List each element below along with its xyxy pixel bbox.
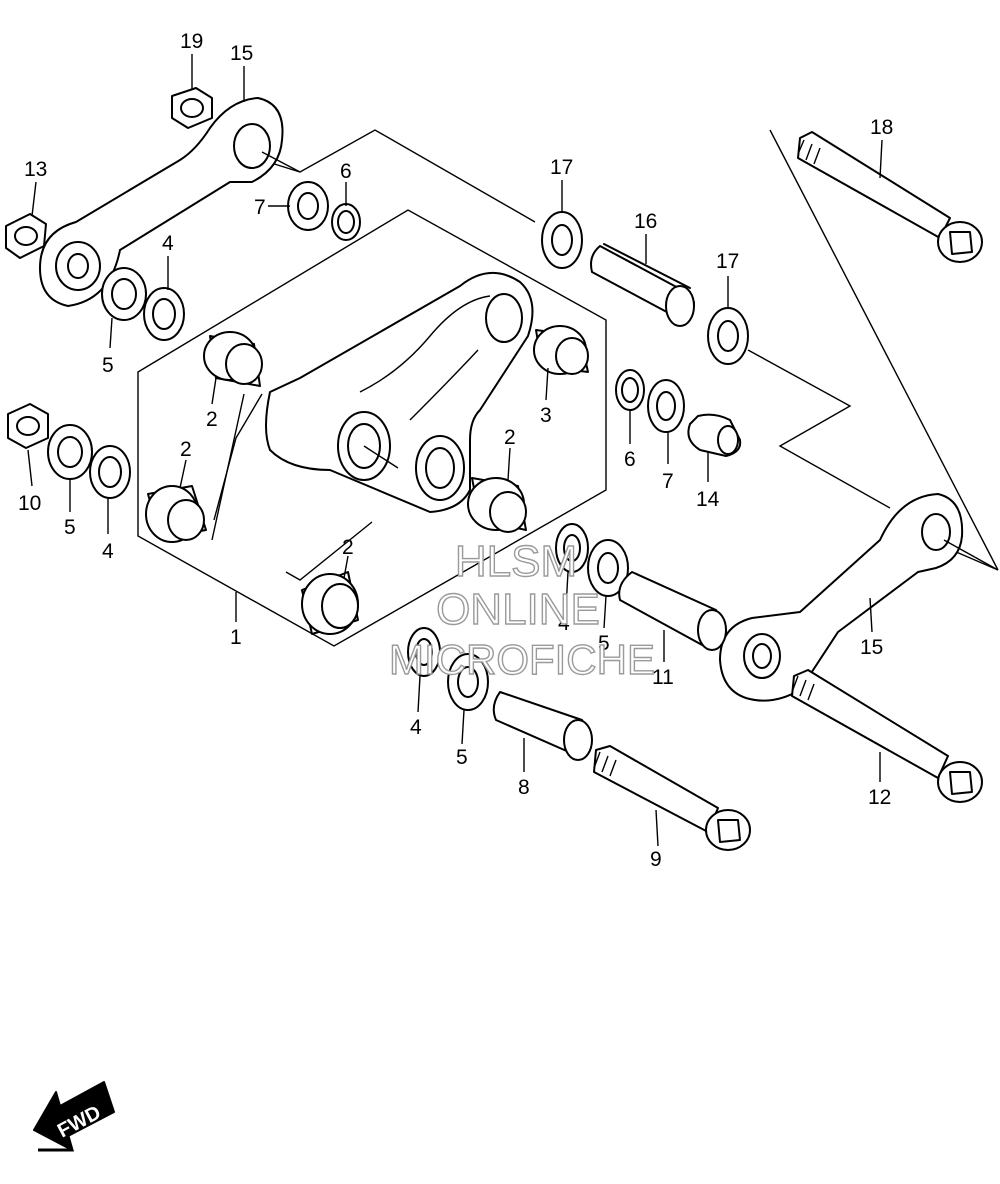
part-12-bolt [791, 669, 983, 803]
callout-2-a: 2 [206, 408, 218, 431]
assembly-outline-lines [137, 129, 999, 647]
part-10-nut [7, 403, 49, 449]
part-9-bolt [593, 745, 751, 851]
callout-5-lower: 5 [456, 746, 468, 769]
part-5-washer-lower [447, 653, 489, 711]
part-6-seal-upper [331, 203, 361, 241]
part-7-washer-right [647, 379, 685, 433]
callout-2-b: 2 [180, 438, 192, 461]
part-4-seal-upper [143, 287, 185, 341]
part-7-washer-upper [287, 181, 329, 231]
part-17-washer-lower [707, 307, 749, 365]
callout-18: 18 [870, 116, 893, 139]
watermark: HLSM ONLINE MICROFICHE [388, 536, 655, 683]
callout-5-upper: 5 [102, 354, 114, 377]
callout-15-upper: 15 [230, 42, 253, 65]
callout-12: 12 [868, 786, 891, 809]
callout-9: 9 [650, 848, 662, 871]
callout-7-right: 7 [662, 470, 674, 493]
part-6-seal-right [615, 369, 645, 411]
part-5-washer-upper [101, 267, 147, 321]
callout-10: 10 [18, 492, 41, 515]
fwd-direction-arrow: FWD [33, 1081, 115, 1152]
part-4-seal-lower [407, 627, 441, 677]
callout-15-lower: 15 [860, 636, 883, 659]
part-2-bearing-c [467, 477, 527, 533]
callout-labels: 19 15 13 7 6 4 5 2 2 2 2 3 10 5 4 1 17 1… [18, 30, 893, 871]
part-2-bearing-b [145, 485, 207, 543]
part-2-bearing-a [203, 331, 263, 387]
part-5-washer-center [587, 539, 629, 597]
watermark-line-2: ONLINE [436, 585, 600, 634]
leader-lines [27, 54, 883, 847]
callout-4-upper: 4 [162, 232, 174, 255]
callout-11: 11 [652, 666, 674, 689]
part-13-nut [5, 213, 47, 259]
callout-14: 14 [696, 488, 720, 511]
part-15-upper-link-rod [39, 97, 301, 307]
part-17-washer-upper [541, 211, 583, 269]
callout-19: 19 [180, 30, 203, 53]
part-11-sleeve [618, 571, 727, 651]
callout-17-upper: 17 [550, 156, 573, 179]
part-3-bearing [533, 325, 589, 375]
callout-5-left: 5 [64, 516, 76, 539]
callout-4-left: 4 [102, 540, 114, 563]
callout-4-lower: 4 [410, 716, 422, 739]
part-5-washer-left [47, 424, 93, 480]
part-1-cushion-lever [265, 271, 534, 513]
callout-3: 3 [540, 404, 552, 427]
watermark-line-1: HLSM [455, 537, 577, 586]
part-8-sleeve [492, 691, 593, 761]
callout-1: 1 [230, 626, 242, 649]
callout-4-center: 4 [558, 612, 570, 635]
watermark-line-3: MICROFICHE [389, 636, 655, 683]
callout-2-d: 2 [342, 536, 354, 559]
part-18-bolt [797, 131, 983, 263]
callout-16: 16 [634, 210, 657, 233]
part-4-seal-left [89, 445, 131, 499]
callout-2-c: 2 [504, 426, 516, 449]
callout-6-right: 6 [624, 448, 636, 471]
callout-8: 8 [518, 776, 530, 799]
callout-13: 13 [24, 158, 47, 181]
callout-17-lower: 17 [716, 250, 739, 273]
callout-5-center: 5 [598, 632, 610, 655]
part-4-seal-center [555, 523, 589, 573]
part-19-nut [171, 87, 213, 129]
part-16-sleeve [590, 243, 695, 327]
part-14-sleeve [687, 413, 742, 457]
callout-7-upper: 7 [254, 196, 266, 219]
part-2-bearing-d [301, 571, 359, 635]
part-15-lower-link-rod [719, 493, 999, 702]
callout-6-upper: 6 [340, 160, 352, 183]
